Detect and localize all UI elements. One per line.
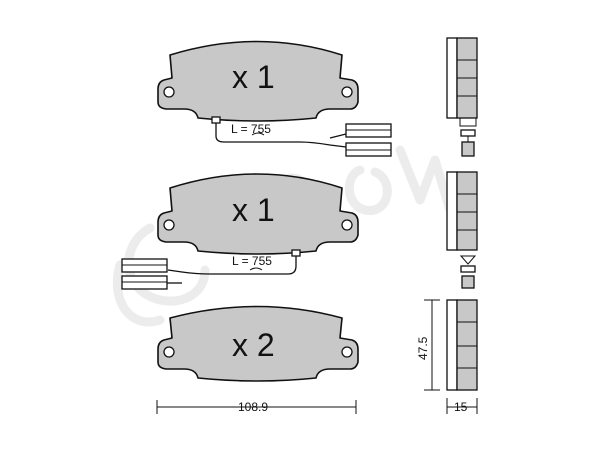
height-dimension: 47.5 (416, 299, 440, 391)
pad-2-hole-right (341, 219, 353, 231)
height-value: 47.5 (416, 336, 430, 360)
pad-2-sensor-wire (121, 249, 301, 290)
pad-2-wire-length: L = 755 (232, 254, 272, 268)
pad-1-hole-left (163, 86, 175, 98)
thickness-value: 15 (454, 400, 468, 414)
pad-1-quantity: x 1 (232, 59, 275, 95)
pad-3-outline (157, 305, 359, 382)
pad-1-hole-right (341, 86, 353, 98)
pad-2-outline (157, 173, 359, 255)
pad-3-quantity: x 2 (232, 327, 275, 363)
pad-1-outline (157, 40, 359, 122)
pad-2-quantity: x 1 (232, 192, 275, 228)
side-profile-2 (446, 171, 478, 289)
side-profile-3 (446, 299, 478, 391)
width-dimension: 108.9 (156, 400, 357, 414)
brake-pad-2: x 1 L = 755 (121, 173, 359, 290)
side-profile-1 (446, 37, 478, 157)
pad-2-hole-left (163, 219, 175, 231)
pad-3-hole-left (163, 346, 175, 358)
pad-1-wire-length: L = 755 (231, 122, 271, 136)
pad-1-sensor-wire (211, 116, 392, 157)
pad-3-hole-right (341, 346, 353, 358)
brake-pad-1: x 1 L = 755 (157, 40, 392, 157)
thickness-dimension: 15 (446, 398, 478, 414)
width-value: 108.9 (238, 400, 268, 414)
brake-pad-3: x 2 (157, 305, 359, 382)
